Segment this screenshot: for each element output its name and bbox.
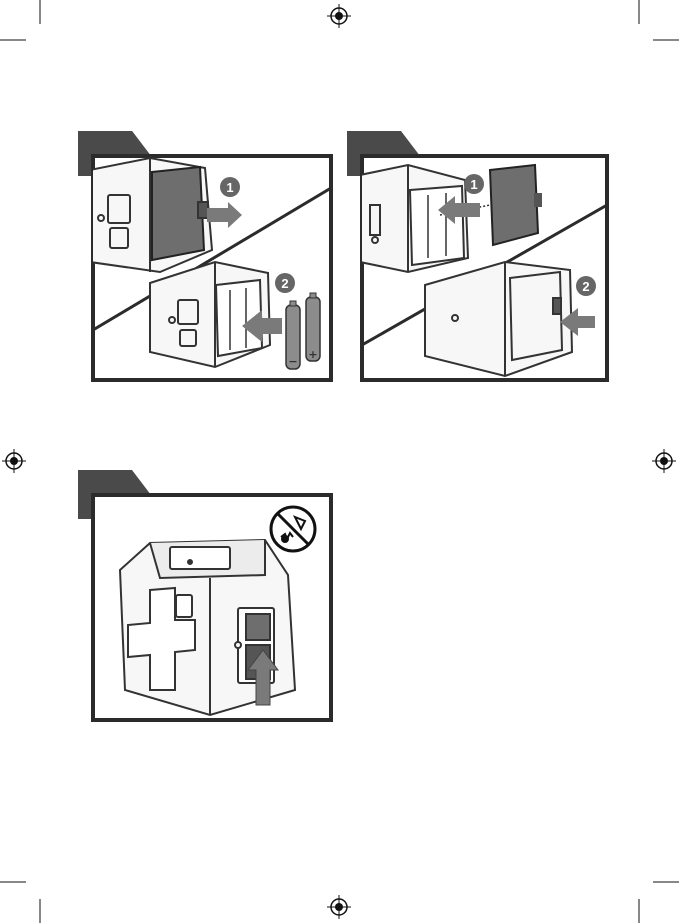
laser-warning-icon <box>271 507 315 551</box>
